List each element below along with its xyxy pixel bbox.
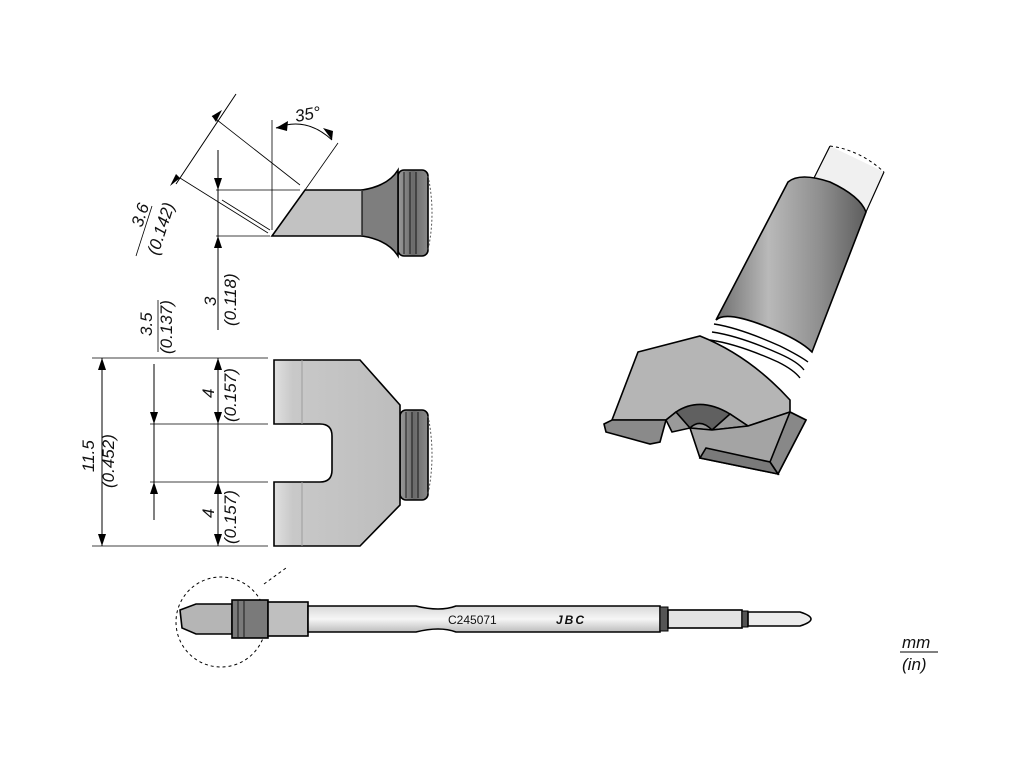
- cartridge-tip: [179, 603, 233, 635]
- thickness-mm-label: 3: [201, 296, 220, 306]
- side-flare: [361, 167, 399, 259]
- units-legend: mm (in): [900, 633, 938, 674]
- angle-label: 35°: [293, 103, 322, 126]
- brand-label: JBC: [556, 613, 586, 627]
- part-number-label: C245071: [448, 613, 497, 627]
- front-collar: [399, 409, 429, 501]
- slot-depth-mm-label: 3.5: [137, 312, 156, 336]
- slot-depth-in-label: (0.137): [157, 300, 176, 354]
- cartridge-end: [747, 611, 812, 627]
- units-primary-label: mm: [902, 633, 930, 652]
- cartridge-shaft: [307, 605, 661, 633]
- front-view: 3.5 (0.137) 11.5 (0.452) 4 (0.157) 4 (0.…: [79, 300, 433, 547]
- cylinder-body: [715, 176, 867, 354]
- overall-width-in-label: (0.452): [99, 434, 118, 488]
- prong-bottom-in-label: (0.157): [221, 490, 240, 544]
- side-collar: [397, 169, 429, 257]
- cartridge-view: C245071 JBC: [175, 567, 812, 668]
- overall-width-mm-label: 11.5: [79, 440, 98, 472]
- prong-top-in-label: (0.157): [221, 368, 240, 422]
- side-view: 35° 3.6 (0.142) 3 (0.118): [128, 93, 433, 330]
- fork-body: [273, 359, 401, 547]
- prong-bottom-mm-label: 4: [199, 509, 218, 518]
- side-tip: [270, 189, 363, 237]
- prong-top-mm-label: 4: [199, 389, 218, 398]
- isometric-view: [603, 145, 885, 476]
- units-secondary-label: (in): [902, 655, 927, 674]
- thickness-in-label: (0.118): [221, 273, 240, 326]
